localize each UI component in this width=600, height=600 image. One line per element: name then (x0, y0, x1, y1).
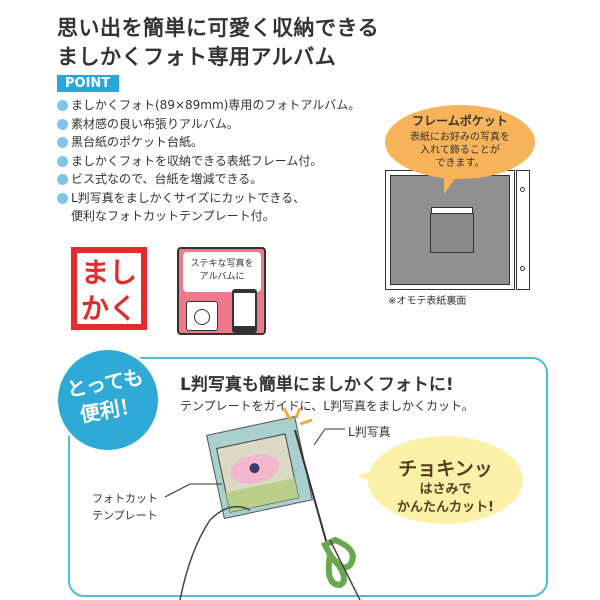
label-template-1: フォトカット (92, 492, 158, 505)
icon-box-text-1: ステキな写真を (190, 259, 254, 269)
panel-title: L判写真も簡単にましかくフォトに! (180, 375, 454, 395)
title-line-1: 思い出を簡単に可愛く収納できる (57, 16, 380, 40)
point-item: ましかくフォト(89×89mm)専用のフォトアルバム。 (57, 96, 360, 115)
point-item: 素材感の良い布張りアルバム。 (57, 115, 360, 134)
frame-pocket-text: 表紙にお好みの写真を (410, 132, 510, 143)
point-item: ましかくフォトを収納できる表紙フレーム付。 (57, 152, 360, 171)
frame-pocket-text: 入れて飾ることが (420, 145, 500, 156)
label-template-2: テンプレート (92, 509, 158, 522)
point-list: ましかくフォト(89×89mm)専用のフォトアルバム。 素材感の良い布張りアルバ… (57, 96, 360, 226)
icon-box-bubble: ステキな写真を アルバムに (183, 252, 261, 292)
label-photo-cut-template: フォトカット テンプレート (92, 490, 158, 524)
icon-box-text-2: アルバムに (199, 272, 245, 282)
stamp-line-2: かく (80, 292, 137, 325)
point-badge: POINT (57, 75, 119, 92)
frame-pocket (430, 213, 474, 253)
mashikaku-stamp-logo: まし かく (71, 247, 147, 330)
point-item-continued: 便利なフォトカットテンプレート付。 (71, 209, 275, 223)
title-line-2: ましかくフォト専用アルバム (57, 45, 337, 69)
frame-pocket-bubble: フレームポケット 表紙にお好みの写真を 入れて飾ることが できます。 (385, 105, 535, 179)
frame-pocket-title: フレームポケット (412, 114, 508, 128)
panel-subtitle: テンプレートをガイドに、L判写真をましかくカット。 (180, 399, 474, 413)
camera-icon (186, 301, 218, 331)
label-l-size-photo: L判写真 (348, 425, 391, 439)
point-item: L判写真をましかくサイズにカットできる、 (57, 189, 360, 208)
camera-phone-icon-box: ステキな写真を アルバムに (177, 247, 266, 335)
stamp-line-1: まし (80, 256, 137, 289)
album-caption: ※オモテ表紙裏面 (388, 296, 467, 307)
album-spine (516, 170, 530, 290)
point-item: 黒台紙のポケット台紙。 (57, 133, 360, 152)
bubble-text-2: かんたんカット! (397, 500, 494, 515)
point-item: ビス式なので、台紙を増減できる。 (57, 170, 360, 189)
bubble-big-text: チョキンッ (398, 458, 493, 480)
bubble-text-1: はさみで (419, 482, 472, 497)
cut-bubble-tail (357, 470, 375, 482)
smartphone-icon (232, 289, 257, 333)
cut-bubble: チョキンッ はさみで かんたんカット! (368, 436, 523, 524)
frame-pocket-text: できます。 (435, 158, 485, 169)
